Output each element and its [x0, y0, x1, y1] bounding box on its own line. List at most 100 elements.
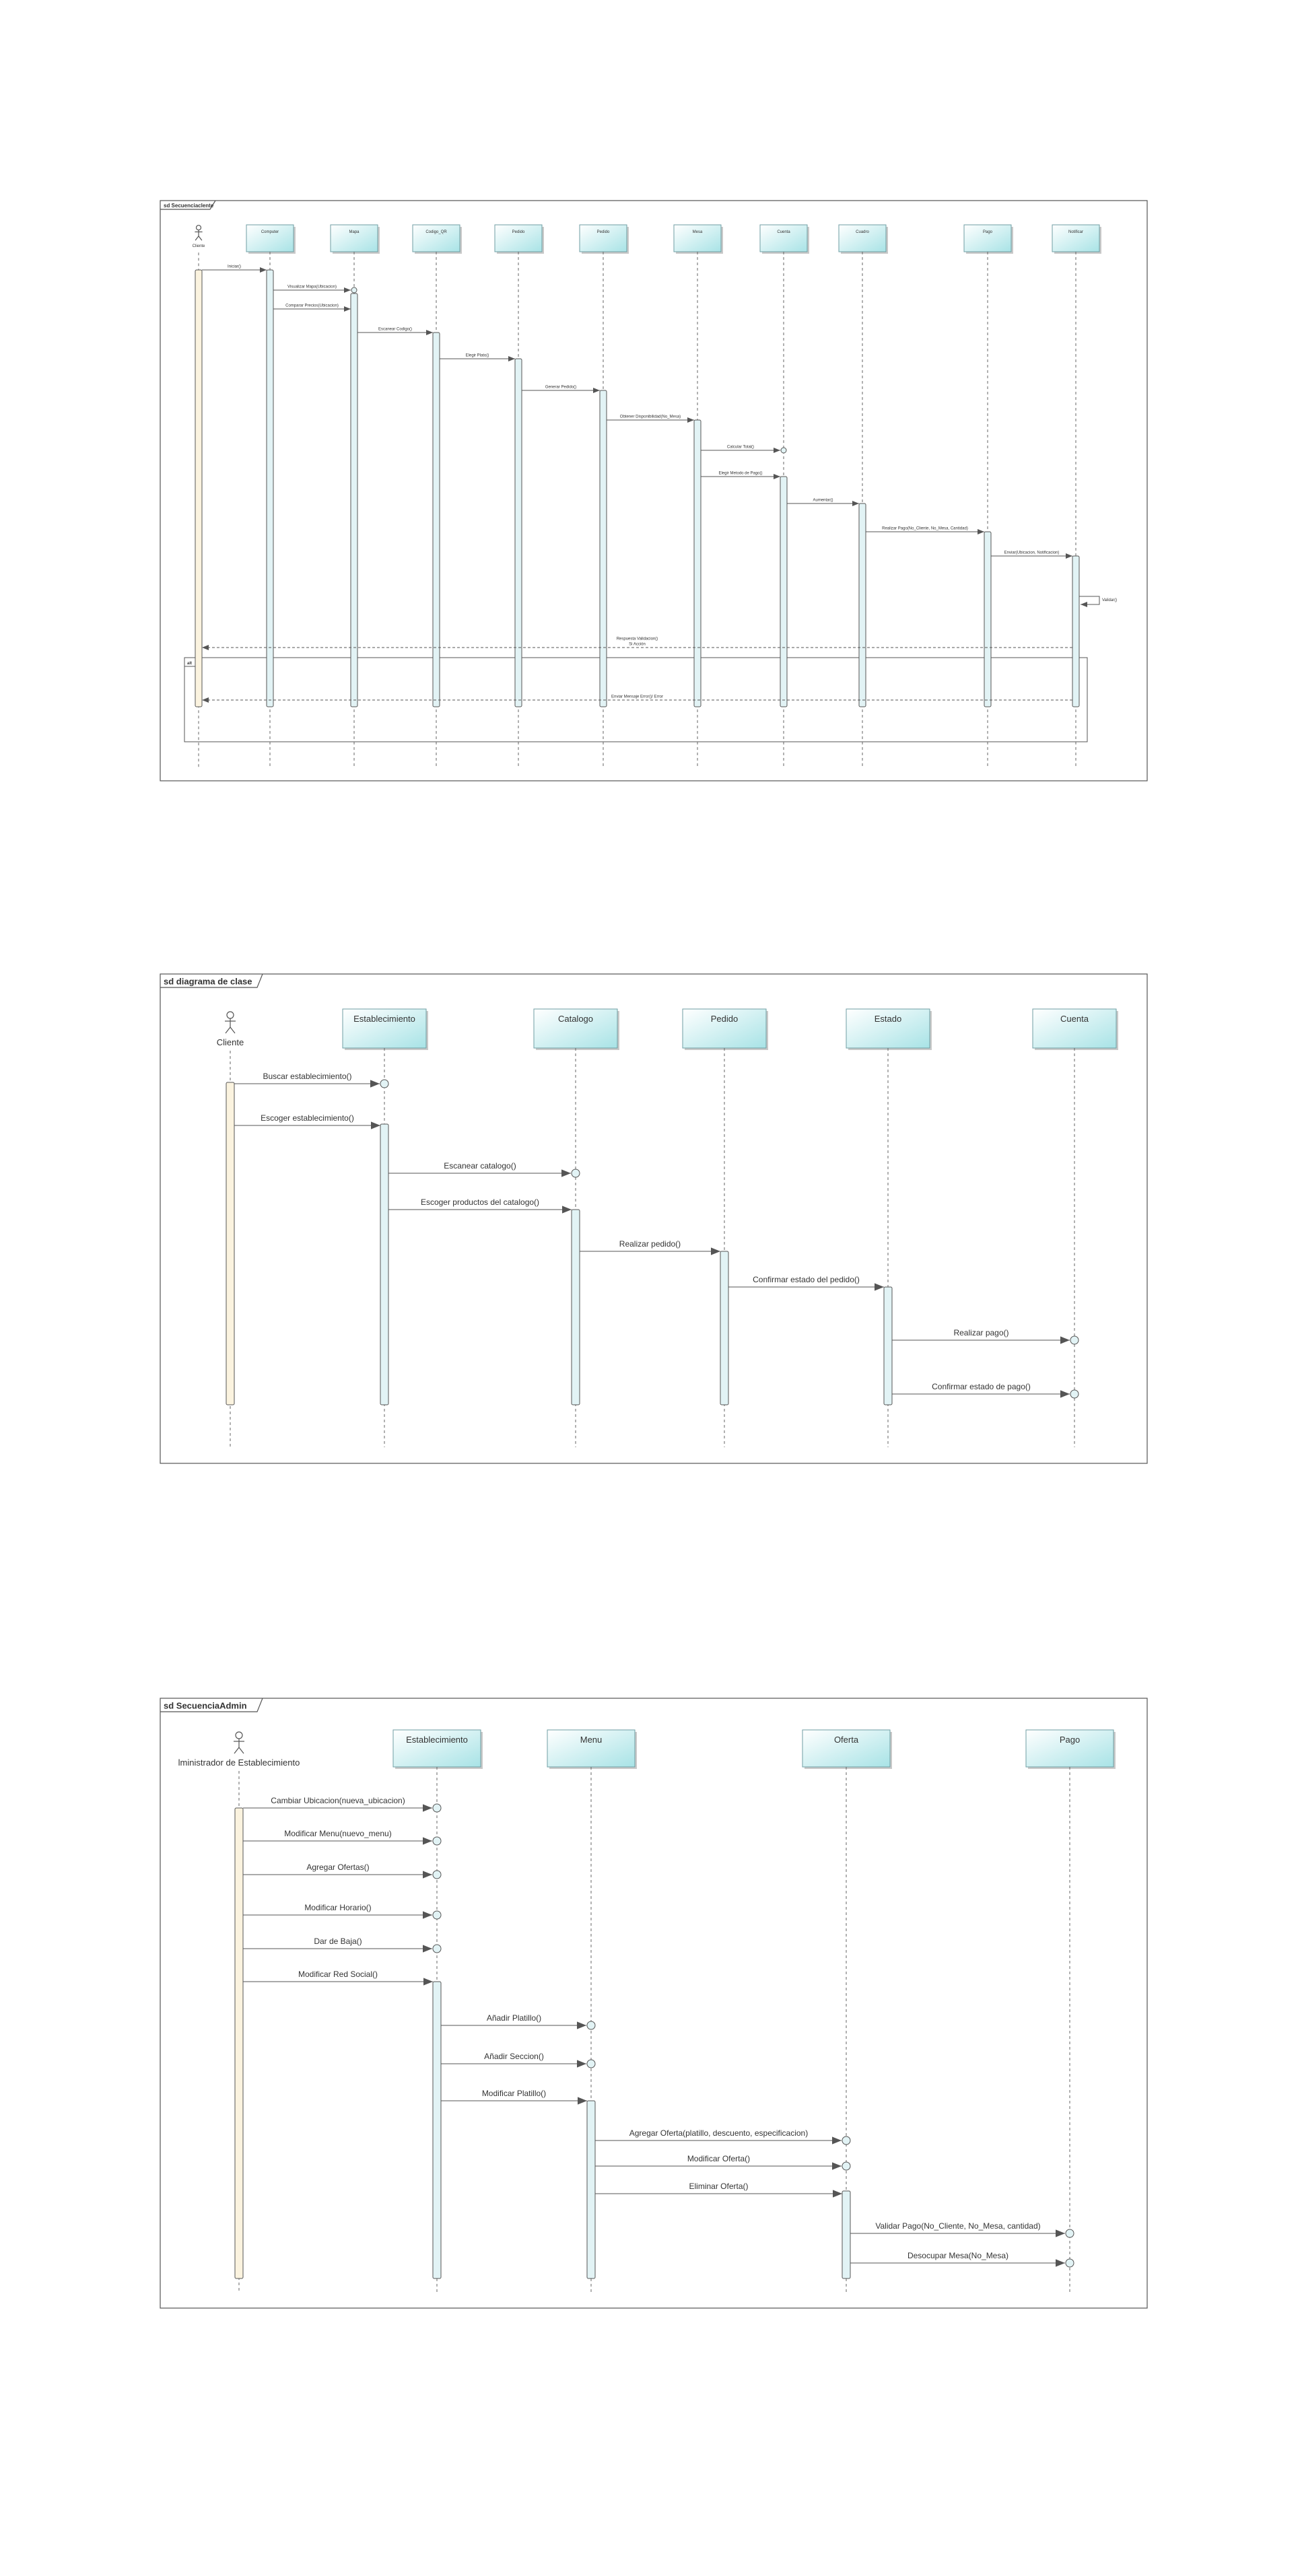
message-label: Realizar Pago(No_Cliente, No_Mesa, Canti…: [882, 526, 968, 530]
participant-name: Estado: [875, 1014, 901, 1024]
message: Eliminar Oferta(): [595, 2182, 842, 2198]
participant-name: Oferta: [834, 1735, 859, 1745]
message-label: Modificar Horario(): [304, 1903, 371, 1912]
message-endpoint: [1070, 1389, 1079, 1399]
diagram-frame: [160, 1698, 1148, 2309]
participant-name: Mapa: [349, 230, 360, 234]
message: Aumentar(): [787, 498, 859, 506]
message-label: Agregar Ofertas(): [306, 1863, 369, 1872]
activation-bar: [432, 1981, 442, 2279]
participant-name: Cliente: [193, 244, 205, 248]
message-label: Respuesta Validacion(): [617, 637, 658, 641]
activation-bar: [1072, 555, 1080, 707]
participant-box: [1052, 224, 1100, 252]
message-label: Aumentar(): [813, 498, 833, 502]
message-label: Añadir Seccion(): [484, 2052, 544, 2061]
actor-icon: [195, 225, 203, 241]
message: Agregar Ofertas(): [243, 1863, 442, 1879]
message-label: Escanear Codigo(): [378, 327, 412, 331]
message-label: Añadir Platillo(): [487, 2013, 541, 2023]
message: Realizar Pago(No_Cliente, No_Mesa, Canti…: [866, 526, 984, 534]
activation-bar: [266, 269, 274, 707]
message-endpoint: [351, 287, 357, 293]
participant-name: Pago: [1060, 1735, 1080, 1745]
actor-icon: [234, 1731, 244, 1754]
participant-name: Menu: [580, 1735, 603, 1745]
participant-box: [846, 1008, 930, 1049]
combined-fragment: [184, 657, 1088, 742]
message: Comparar Precios(Ubicacion): [273, 304, 351, 312]
participant-box: [330, 224, 378, 252]
message: Obtener Disponibilidad(No_Mesa): [607, 415, 694, 423]
message: Desocupar Mesa(No_Mesa): [850, 2251, 1074, 2268]
diagram-title: sd Secuenciaclente: [164, 203, 214, 209]
message: Confirmar estado de pago(): [892, 1382, 1079, 1399]
message-label: Enviar Mensaje Error()/ Error: [611, 695, 663, 699]
message: Buscar establecimiento(): [234, 1072, 389, 1088]
message-endpoint: [586, 2021, 596, 2030]
activation-bar: [432, 332, 440, 707]
participant-name: Cliente: [217, 1037, 244, 1047]
activation-bar: [858, 503, 866, 707]
message: Elegir Metodo de Pago(): [701, 471, 780, 479]
frame-tab: [160, 1698, 263, 1712]
participant-box: [392, 1729, 481, 1768]
message-endpoint: [432, 1803, 442, 1813]
activation-bar: [720, 1251, 729, 1405]
message-endpoint: [842, 2161, 851, 2171]
message: Añadir Seccion(): [441, 2052, 596, 2068]
frame-tab: [160, 200, 216, 210]
participant-box: [963, 224, 1012, 252]
activation-bar: [599, 390, 607, 707]
activation-bar: [234, 1807, 244, 2279]
message: Iniciar(): [202, 265, 267, 273]
message: Enviar Mensaje Error()/ Error: [202, 695, 1072, 703]
diagram-title: sd diagrama de clase: [164, 976, 252, 986]
participant-box: [494, 224, 543, 252]
activation-bar: [586, 2100, 596, 2279]
participant-name: lministrador de Establecimiento: [178, 1757, 300, 1768]
message-endpoint: [1070, 1335, 1079, 1345]
message-endpoint: [432, 1836, 442, 1846]
message-label: Dar de Baja(): [314, 1937, 362, 1946]
message-endpoint: [432, 1944, 442, 1953]
participant-box: [838, 224, 887, 252]
message-label: Validar(): [1102, 598, 1117, 602]
participant-name: Cuenta: [777, 230, 790, 234]
participant-box: [1025, 1729, 1114, 1768]
participant-name: Computer: [261, 230, 279, 234]
message-label: Cambiar Ubicacion(nueva_ubicacion): [271, 1796, 405, 1805]
diagram-frame: [160, 973, 1148, 1464]
message: Calcular Total(): [701, 445, 787, 454]
message-endpoint: [432, 1910, 442, 1920]
activation-bar: [842, 2190, 851, 2279]
participant-name: Pedido: [597, 230, 610, 234]
activation-bar: [693, 419, 702, 707]
message-label: Modificar Red Social(): [298, 1970, 378, 1979]
participant-box: [579, 224, 627, 252]
message-label: Desocupar Mesa(No_Mesa): [908, 2251, 1008, 2260]
message-label: Elegir Metodo de Pago(): [718, 471, 762, 475]
message: Confirmar estado del pedido(): [728, 1275, 884, 1291]
activation-bar: [380, 1123, 389, 1405]
message: Visualizar Mapa(Ubicacion): [273, 285, 357, 293]
message: Modificar Platillo(): [441, 2089, 587, 2105]
fragment-operator: alt: [187, 662, 192, 666]
message-label: Realizar pago(): [953, 1328, 1008, 1337]
message-label: Elegir Plato(): [466, 353, 489, 357]
message: Añadir Platillo(): [441, 2013, 596, 2030]
message: Respuesta Validacion()Si Acción: [202, 637, 1072, 650]
message-label: Enviar(Ubicacion, Notificacion): [1004, 551, 1060, 555]
activation-bar: [780, 476, 788, 707]
participant-box: [412, 224, 460, 252]
message: Enviar(Ubicacion, Notificacion): [991, 551, 1072, 559]
message-label: Realizar pedido(): [619, 1239, 681, 1249]
activation-bar: [984, 531, 992, 707]
message: Cambiar Ubicacion(nueva_ubicacion): [243, 1796, 442, 1813]
actor-icon: [225, 1011, 236, 1034]
message-endpoint: [842, 2136, 851, 2145]
message-label: Generar Pedido(): [545, 385, 576, 389]
message-label: Escanear catalogo(): [444, 1161, 516, 1171]
